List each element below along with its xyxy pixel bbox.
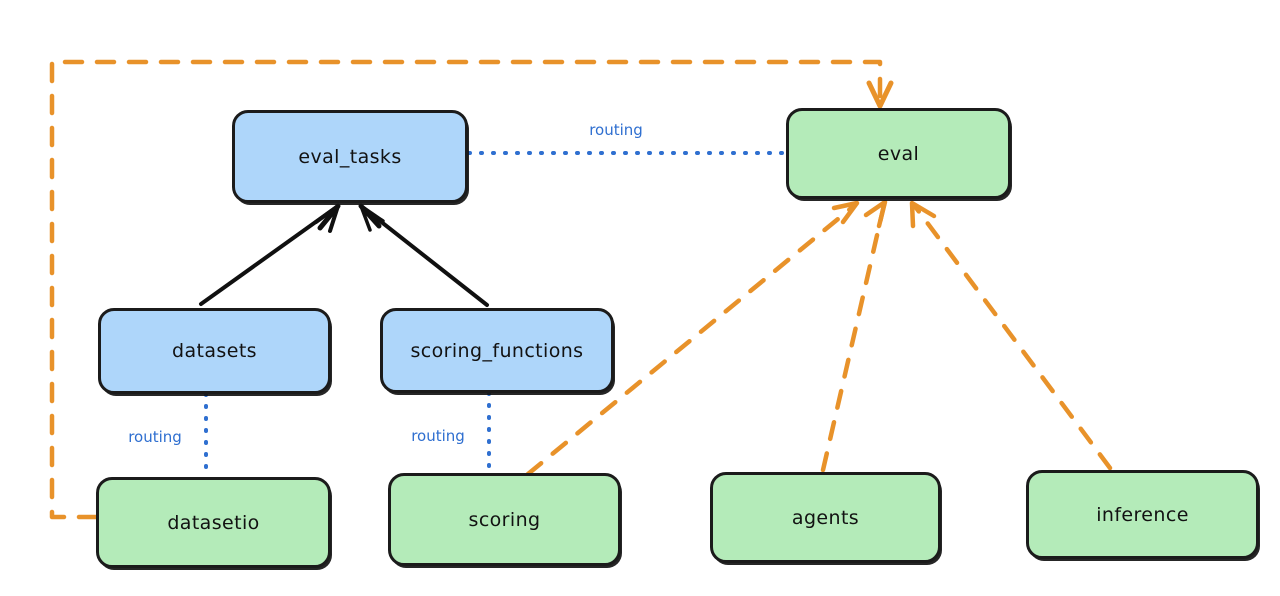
node-label: scoring_functions (410, 339, 584, 362)
edge-inference-to-eval (909, 200, 1113, 471)
node-eval[interactable]: eval (786, 108, 1011, 199)
edge-scoring-to-eval (525, 200, 860, 477)
edge-datasetio-to-eval (49, 59, 894, 520)
node-datasets[interactable]: datasets (98, 308, 331, 394)
node-eval-tasks[interactable]: eval_tasks (232, 110, 468, 203)
node-inference[interactable]: inference (1026, 470, 1259, 559)
node-label: inference (1096, 503, 1189, 526)
node-label: agents (791, 506, 860, 529)
edge-label-routing-scoring-functions-scoring: routing (411, 427, 465, 445)
edge-scoring_functions-to-eval_tasks (358, 203, 489, 307)
edge-agents-to-eval (820, 199, 888, 473)
node-label: eval_tasks (298, 145, 402, 168)
node-label: eval (877, 142, 920, 165)
node-agents[interactable]: agents (710, 472, 941, 563)
edge-datasets-to-eval_tasks (199, 203, 341, 306)
node-label: datasetio (167, 511, 260, 534)
node-scoring[interactable]: scoring (388, 473, 621, 566)
node-label: scoring (468, 508, 541, 531)
node-datasetio[interactable]: datasetio (96, 477, 331, 568)
edge-label-routing-eval-tasks-eval: routing (589, 121, 643, 139)
node-scoring-functions[interactable]: scoring_functions (380, 308, 614, 393)
edge-label-routing-datasets-datasetio: routing (128, 428, 182, 446)
node-label: datasets (172, 340, 257, 362)
